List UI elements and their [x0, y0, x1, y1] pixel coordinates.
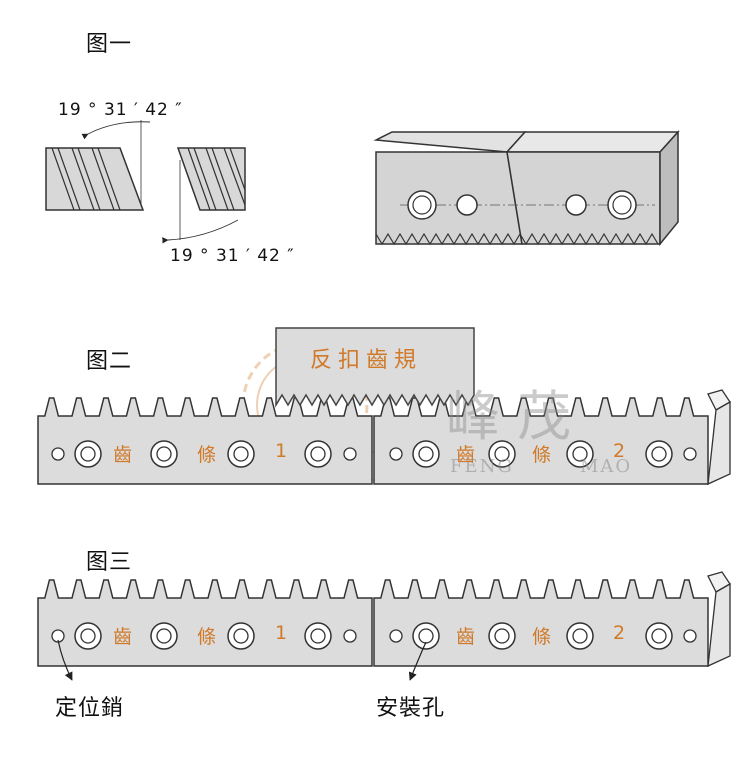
mount-hole-inner	[651, 628, 667, 644]
joined-rack-3d	[373, 130, 680, 247]
watermark-brand-en-left: FENG	[450, 456, 514, 477]
mount-hole-inner	[494, 446, 510, 462]
helix-angle-bottom: 19 ° 31 ′ 42 ″	[170, 246, 295, 266]
pin-hole	[683, 629, 697, 643]
fig1-title: 图一	[86, 32, 133, 57]
fig3-rack1-num: 1	[275, 622, 288, 644]
watermark-brand-en-right: MAO	[580, 456, 633, 477]
fig3-rack1-char1: 齒	[113, 626, 133, 648]
mount-hole-inner	[310, 446, 326, 462]
gauge-label: 反扣齒規	[310, 348, 423, 373]
helical-section-left	[45, 120, 151, 211]
pin-hole	[683, 447, 697, 461]
fig3-rack2-num: 2	[613, 622, 626, 644]
fig2-rack1-num: 1	[275, 440, 288, 462]
mount-hole-inner	[310, 628, 326, 644]
mount-hole-inner	[233, 446, 249, 462]
mount-hole-inner	[80, 446, 96, 462]
fig3-rack-1	[37, 579, 373, 667]
rack-body	[373, 397, 709, 485]
mount-hole-inner	[418, 446, 434, 462]
mount-hole-inner	[156, 628, 172, 644]
mount-hole-inner	[572, 628, 588, 644]
callout-mounting-hole: 安裝孔	[376, 696, 446, 721]
pin-hole	[51, 447, 65, 461]
reverse-gauge	[275, 327, 475, 408]
mount-hole-inner	[80, 628, 96, 644]
fig2-rack1-char2: 條	[197, 444, 217, 466]
helix-angle-top: 19 ° 31 ′ 42 ″	[58, 100, 183, 120]
pin-hole	[389, 629, 403, 643]
fig2-rack2-num: 2	[613, 440, 626, 462]
fig2-rack2-char2: 條	[532, 444, 552, 466]
pin-hole	[343, 629, 357, 643]
callout-locating-pin: 定位銷	[55, 696, 125, 721]
rack-end-face	[707, 582, 731, 668]
fig3-rack2-char1: 齒	[456, 626, 476, 648]
mount-hole-inner	[651, 446, 667, 462]
rack-end-face	[707, 400, 731, 486]
fig3-rack-2	[373, 571, 731, 668]
mount-hole-inner	[156, 446, 172, 462]
fig3-title: 图三	[86, 550, 133, 575]
mount-hole-inner	[418, 628, 434, 644]
helical-section-right	[162, 147, 246, 244]
fig3-rack2-char2: 條	[532, 626, 552, 648]
callout-arrows	[57, 639, 427, 681]
fig2-title: 图二	[86, 349, 133, 374]
pin-hole	[389, 447, 403, 461]
fig2-rack-1	[37, 397, 373, 485]
fig3-rack1-char2: 條	[197, 626, 217, 648]
mount-hole-inner	[572, 446, 588, 462]
pin-hole	[343, 447, 357, 461]
rack-body	[37, 579, 373, 667]
mount-hole-inner	[233, 628, 249, 644]
mount-hole-inner	[494, 628, 510, 644]
fig2-rack-2	[373, 389, 731, 486]
rack-body	[373, 579, 709, 667]
fig2-rack2-char1: 齒	[456, 444, 476, 466]
fig2-rack1-char1: 齒	[113, 444, 133, 466]
watermark-brand-cn: 峰 茂	[446, 385, 572, 448]
